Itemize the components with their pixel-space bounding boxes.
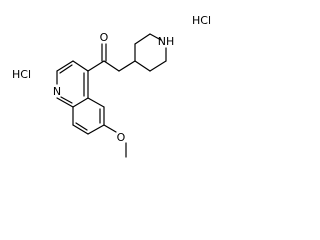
bond-c6-c7: [87, 124, 105, 135]
bond-c3-c2: [56, 60, 74, 72]
bond-c7-c8: [72, 124, 89, 135]
carbonyl-oxygen-label: O: [100, 31, 109, 44]
pyridine-ring: [56, 60, 89, 108]
bond-n1-c8a-double: [60, 96, 73, 104]
bond-c5p-c4p: [134, 60, 151, 72]
bond-c2p-n: [149, 33, 162, 41]
methoxy-oxygen-label: O: [117, 131, 126, 144]
piperidine-ring: [134, 33, 167, 72]
bond-c6p-c5p: [149, 60, 167, 72]
chemical-structure-diagram: O NH N O HCl HCl: [12, 14, 211, 158]
quinoline-nitrogen-label: N: [53, 85, 61, 98]
bond-c4-carbonyl: [87, 60, 105, 72]
bond-c4-c3: [72, 60, 89, 72]
bond-ch2-piperidine: [118, 60, 136, 72]
bond-c3-c2-double: [59, 64, 73, 74]
bond-c4a-c5: [87, 97, 105, 108]
bond-c6-o: [103, 124, 117, 133]
piperidine-nh-label: NH: [158, 35, 175, 48]
bond-n1-c8a: [56, 97, 74, 108]
benzene-ring: [72, 97, 105, 135]
bond-c8a-c4a: [72, 97, 89, 108]
bond-carbonyl-ch2: [103, 60, 120, 72]
bond-c3p-c2p: [134, 33, 151, 45]
hcl-left-label: HCl: [12, 68, 31, 81]
ketone-linker: [87, 43, 136, 72]
hcl-right-label: HCl: [192, 14, 211, 27]
bond-c7-c8-double: [75, 122, 88, 131]
methoxy-group: [103, 124, 127, 158]
